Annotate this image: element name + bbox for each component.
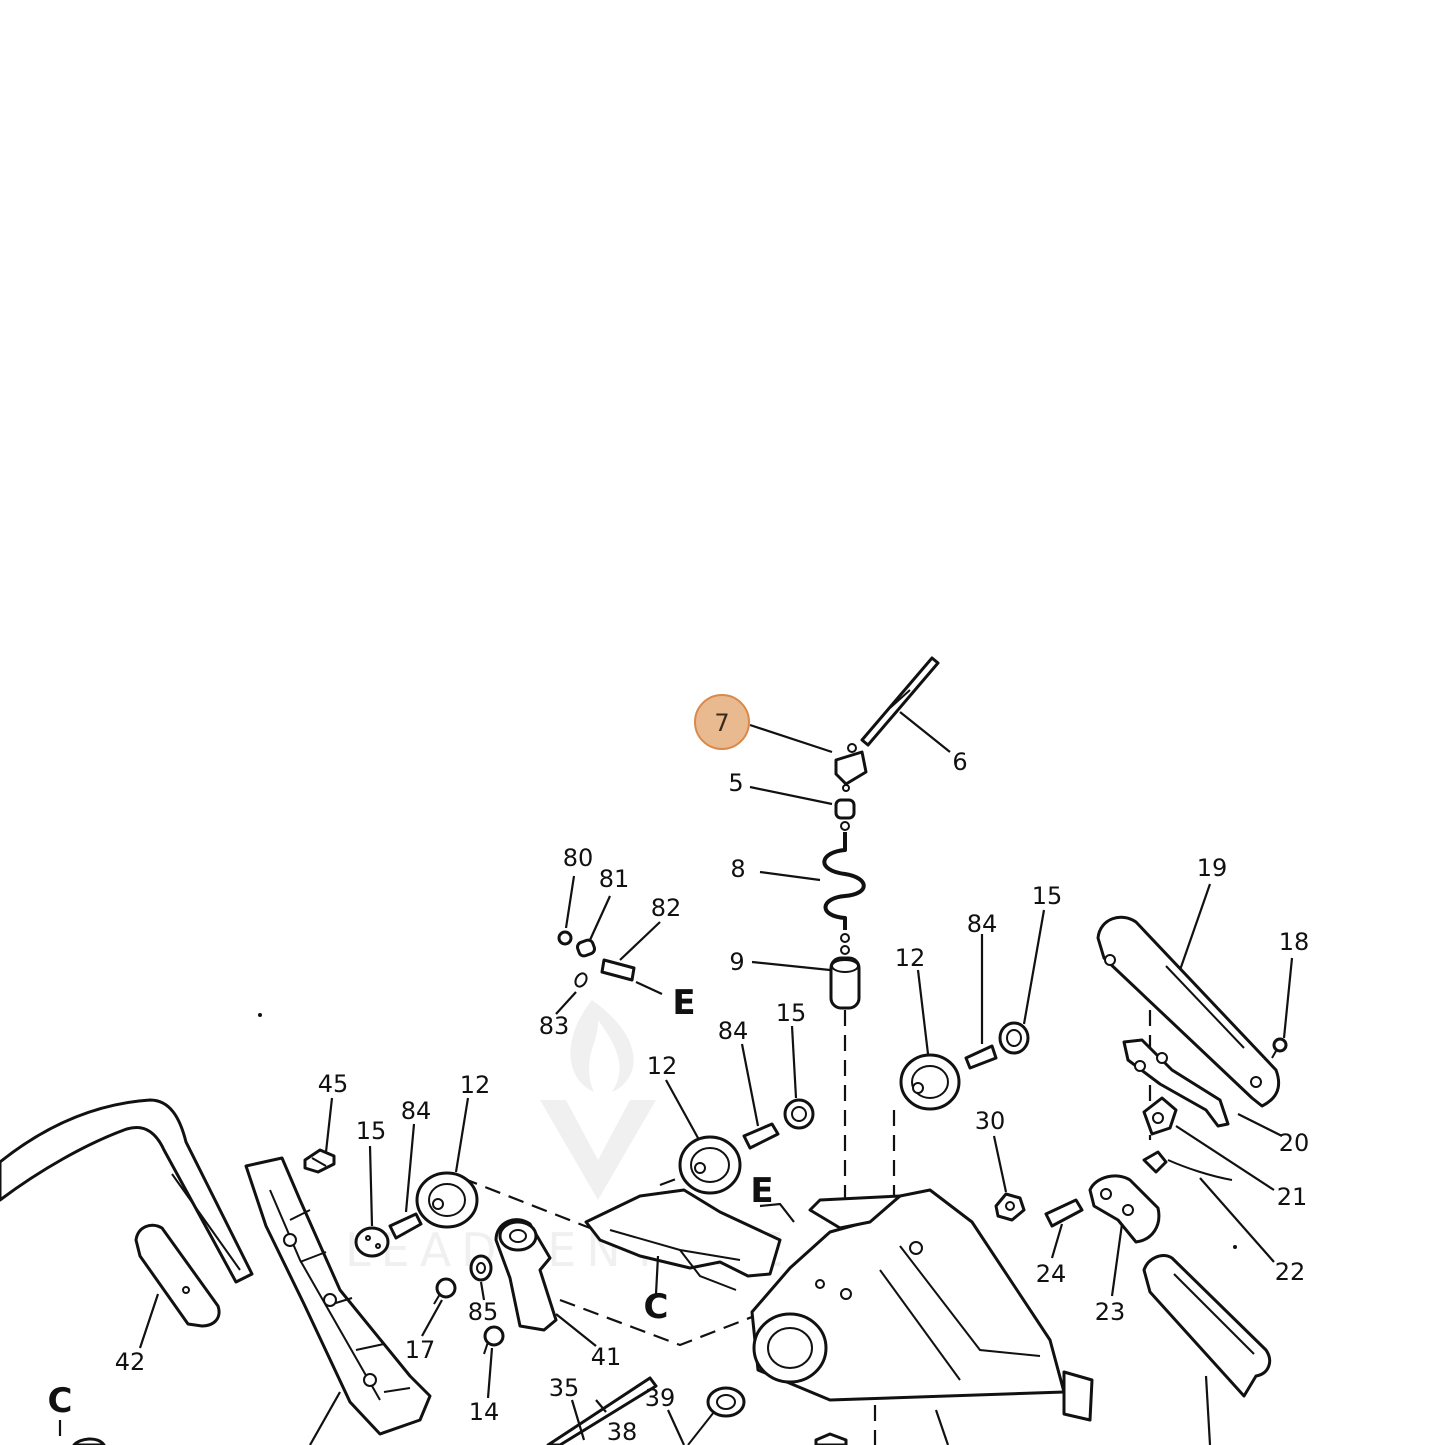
lever-part [1122,1038,1230,1128]
callout-label-23[interactable]: 23 [1095,1298,1126,1326]
callout-label-9[interactable]: 9 [729,948,744,976]
callout-label-7[interactable]: 7 [714,709,729,737]
block-part-42 [134,1223,221,1328]
small-hardware-group [557,930,636,988]
arm-bracket-part [494,1218,558,1332]
callout-label-81[interactable]: 81 [599,865,630,893]
bracket-part [834,743,868,792]
specks [258,1013,1237,1249]
section-letters: E E C C [48,983,774,1421]
callout-label-30[interactable]: 30 [975,1107,1006,1135]
bottom-parts-38-39 [72,1376,848,1445]
callout-label-83[interactable]: 83 [539,1012,570,1040]
section-letter-c-middle: C [644,1287,669,1327]
callout-label-19[interactable]: 19 [1197,854,1228,882]
callout-label-15-left[interactable]: 15 [356,1117,387,1145]
spring-part [822,832,866,943]
callout-label-5[interactable]: 5 [728,769,743,797]
callout-label-15-middle[interactable]: 15 [776,999,807,1027]
callout-label-8[interactable]: 8 [730,855,745,883]
handle-bar-part [0,1098,254,1284]
callout-label-21[interactable]: 21 [1277,1183,1308,1211]
lattice-frame-part [244,1156,432,1436]
small-parts-21-22 [1142,1096,1233,1181]
callout-label-6[interactable]: 6 [952,748,967,776]
callout-label-84-left[interactable]: 84 [401,1097,432,1125]
section-letter-e-top: E [672,983,695,1023]
callout-label-41[interactable]: 41 [591,1343,622,1371]
parts [0,656,1288,1445]
watermark-logo-icon [540,1000,656,1200]
callout-label-82[interactable]: 82 [651,894,682,922]
leader-lines [138,711,1294,1445]
section-letter-e-middle: E [750,1171,773,1211]
callout-label-18[interactable]: 18 [1279,928,1310,956]
highlighted-callout-7[interactable]: 7 [694,694,750,750]
screw-part-18 [1271,1037,1288,1059]
callout-label-12-left[interactable]: 12 [460,1071,491,1099]
right-mount-group [899,1021,1030,1111]
guard-plate-part [584,1188,782,1291]
callout-label-14[interactable]: 14 [469,1398,500,1426]
callout-label-35[interactable]: 35 [549,1374,580,1402]
callout-label-20[interactable]: 20 [1279,1129,1310,1157]
callout-label-84-middle[interactable]: 84 [718,1017,749,1045]
bracket-part-23 [1088,1174,1161,1244]
callout-label-85[interactable]: 85 [468,1298,499,1326]
main-housing-part [750,1188,1094,1422]
pin-part-24 [1044,1198,1084,1228]
callout-labels: 6 5 8 9 80 81 82 83 45 15 84 12 12 84 15… [115,748,1310,1445]
callout-label-24[interactable]: 24 [1036,1260,1067,1288]
section-letter-c-left: C [48,1381,73,1421]
callout-label-84-right[interactable]: 84 [967,910,998,938]
middle-mount-group [678,1098,815,1195]
collar-part [834,798,856,831]
left-mount-group [354,1171,479,1258]
callout-label-45[interactable]: 45 [318,1070,349,1098]
callout-label-80[interactable]: 80 [563,844,594,872]
screws-17-14-85 [433,1254,505,1355]
upper-cover-part [1096,915,1281,1108]
rod-part [860,656,940,747]
callout-label-12-middle[interactable]: 12 [647,1052,678,1080]
nut-part-30 [994,1192,1026,1222]
callout-label-15-right[interactable]: 15 [1032,882,1063,910]
highlight-circle[interactable] [694,694,750,750]
callout-label-42[interactable]: 42 [115,1348,146,1376]
lower-right-cover-part [1142,1254,1272,1398]
bolt-part-45 [303,1148,336,1174]
callout-label-12-right[interactable]: 12 [895,944,926,972]
callout-label-17[interactable]: 17 [405,1336,436,1364]
callout-label-22[interactable]: 22 [1275,1258,1306,1286]
callout-label-39[interactable]: 39 [645,1384,676,1412]
callout-label-38[interactable]: 38 [607,1418,638,1445]
cylinder-part [829,945,861,1010]
